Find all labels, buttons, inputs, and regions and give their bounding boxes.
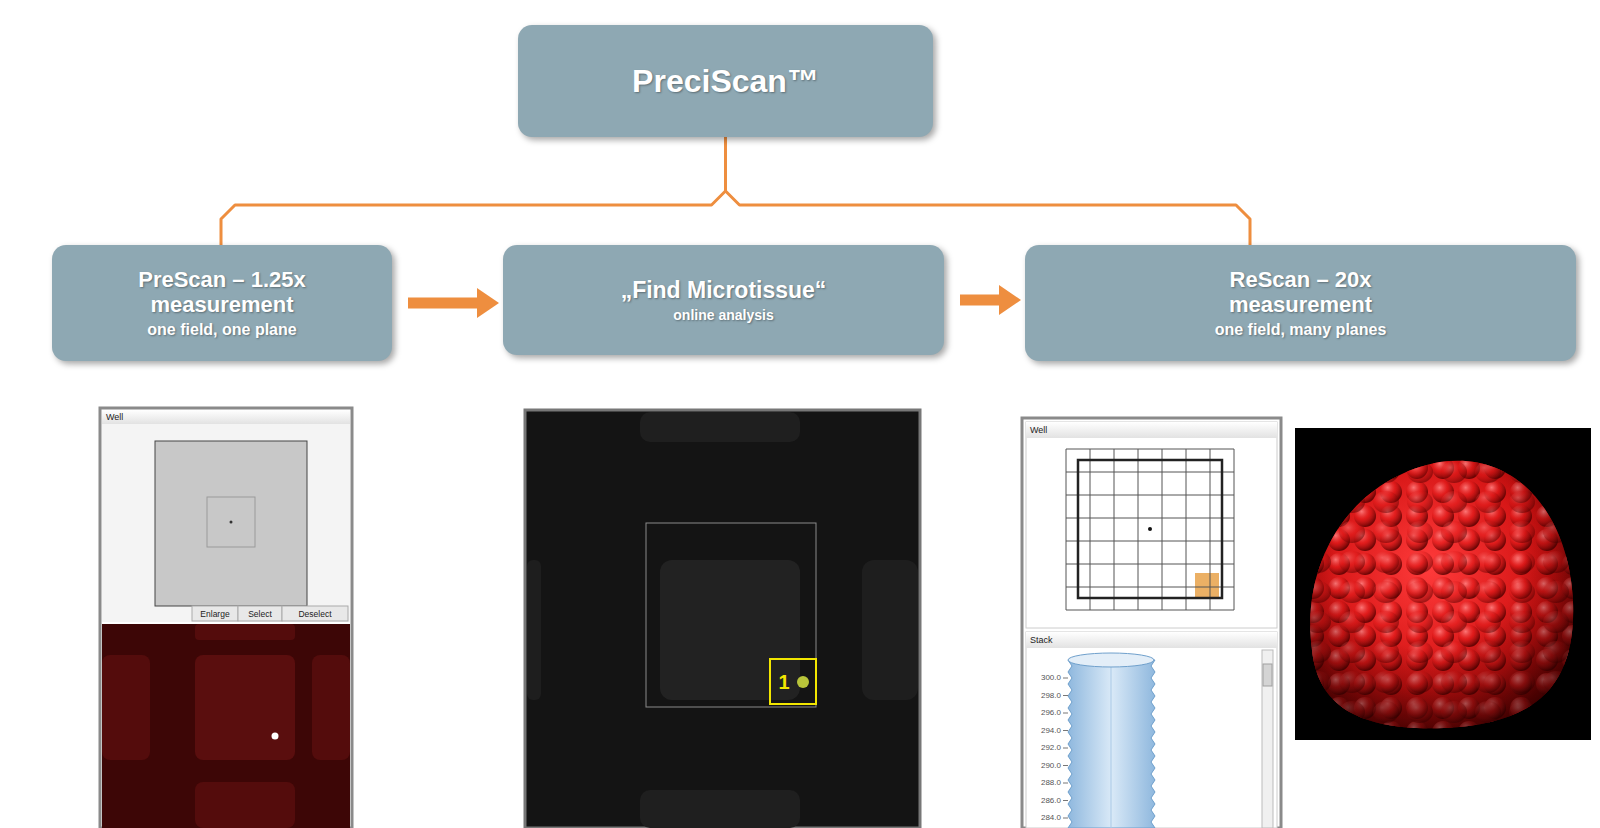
stack-top xyxy=(1068,653,1154,667)
scrollbar-thumb xyxy=(1263,664,1272,686)
image-tile xyxy=(640,412,800,442)
rescan-screenshot xyxy=(1022,418,1281,828)
render-ground xyxy=(1295,428,1591,740)
analysis-image xyxy=(525,410,920,828)
cell-bumps xyxy=(1310,461,1573,729)
scrollbar xyxy=(1262,650,1273,828)
search-region xyxy=(646,523,816,707)
microtissue-blob xyxy=(1310,461,1573,729)
prescan-screenshot xyxy=(100,408,352,828)
microtissue-spot xyxy=(272,733,279,740)
axis-value: 292.0 xyxy=(1041,744,1061,752)
panel-title-bar xyxy=(1026,422,1277,438)
image-tile xyxy=(660,560,800,700)
flow-arrow xyxy=(960,295,999,306)
ui-label: Select xyxy=(248,609,272,618)
well-field xyxy=(155,441,307,606)
panel-title-bar xyxy=(102,410,350,424)
image-tile xyxy=(195,624,295,640)
axis-value: 288.0 xyxy=(1041,779,1061,787)
axis-value: 298.0 xyxy=(1041,692,1061,700)
microtissue-render xyxy=(1295,428,1591,740)
process-box: „Find Microtissue“ online analysis xyxy=(503,245,944,355)
well-outline xyxy=(1078,460,1222,598)
blob-shading xyxy=(1310,461,1573,729)
selected-field xyxy=(1195,573,1219,597)
ui-panel xyxy=(1026,632,1277,828)
bracket-line xyxy=(221,137,726,245)
stack-column xyxy=(1068,660,1155,828)
axis-value: 284.0 xyxy=(1041,814,1061,822)
callout-number: 1 xyxy=(778,672,789,692)
process-box: ReScan – 20x measurement one field, many … xyxy=(1025,245,1576,361)
node-subtitle: online analysis xyxy=(673,307,773,323)
ui-label: Well xyxy=(1030,426,1047,435)
axis-value: 296.0 xyxy=(1041,709,1061,717)
cell-bumps xyxy=(1310,461,1573,729)
screenshot-frame xyxy=(1022,418,1281,828)
image-tile xyxy=(862,560,918,700)
stack-axis xyxy=(1111,664,1112,828)
ui-button xyxy=(238,606,282,621)
ui-label: Deselect xyxy=(298,609,331,618)
image-tile xyxy=(102,655,150,760)
ui-button xyxy=(192,606,238,621)
axis-value: 290.0 xyxy=(1041,762,1061,770)
node-title: PreciScan™ xyxy=(632,63,819,100)
field-grid xyxy=(1066,449,1234,610)
image-tile xyxy=(640,790,800,828)
ui-label: Stack xyxy=(1030,636,1053,645)
detection-box xyxy=(770,659,816,704)
panel-title-bar xyxy=(1026,632,1277,648)
ui-panel xyxy=(102,410,350,622)
image-tile xyxy=(312,655,350,760)
node-title: „Find Microtissue“ xyxy=(621,277,827,303)
center-dot xyxy=(230,521,233,524)
screenshot-frame xyxy=(100,408,352,828)
ui-label: Enlarge xyxy=(200,609,229,618)
node-title: PreScan – 1.25x measurement xyxy=(102,267,342,318)
axis-ticks xyxy=(1063,678,1068,818)
field-frame xyxy=(207,497,255,547)
image-tile xyxy=(527,560,541,700)
center-dot xyxy=(1148,527,1152,531)
fluorescence-image xyxy=(102,624,350,828)
flow-arrow xyxy=(408,298,477,309)
node-title: ReScan – 20x measurement xyxy=(1181,267,1421,318)
bracket-line xyxy=(726,137,1251,245)
ui-panel xyxy=(1026,422,1277,628)
title-box: PreciScan™ xyxy=(518,25,933,137)
axis-value: 294.0 xyxy=(1041,727,1061,735)
node-subtitle: one field, many planes xyxy=(1215,321,1387,339)
image-tile xyxy=(195,655,295,760)
axis-value: 286.0 xyxy=(1041,797,1061,805)
axis-value: 300.0 xyxy=(1041,674,1061,682)
microtissue-spot xyxy=(797,676,809,688)
ui-button xyxy=(282,606,348,621)
image-tile xyxy=(195,782,295,828)
ui-label: Well xyxy=(106,413,123,422)
process-box: PreScan – 1.25x measurement one field, on… xyxy=(52,245,392,361)
image-frame xyxy=(525,410,920,828)
node-subtitle: one field, one plane xyxy=(147,321,296,339)
